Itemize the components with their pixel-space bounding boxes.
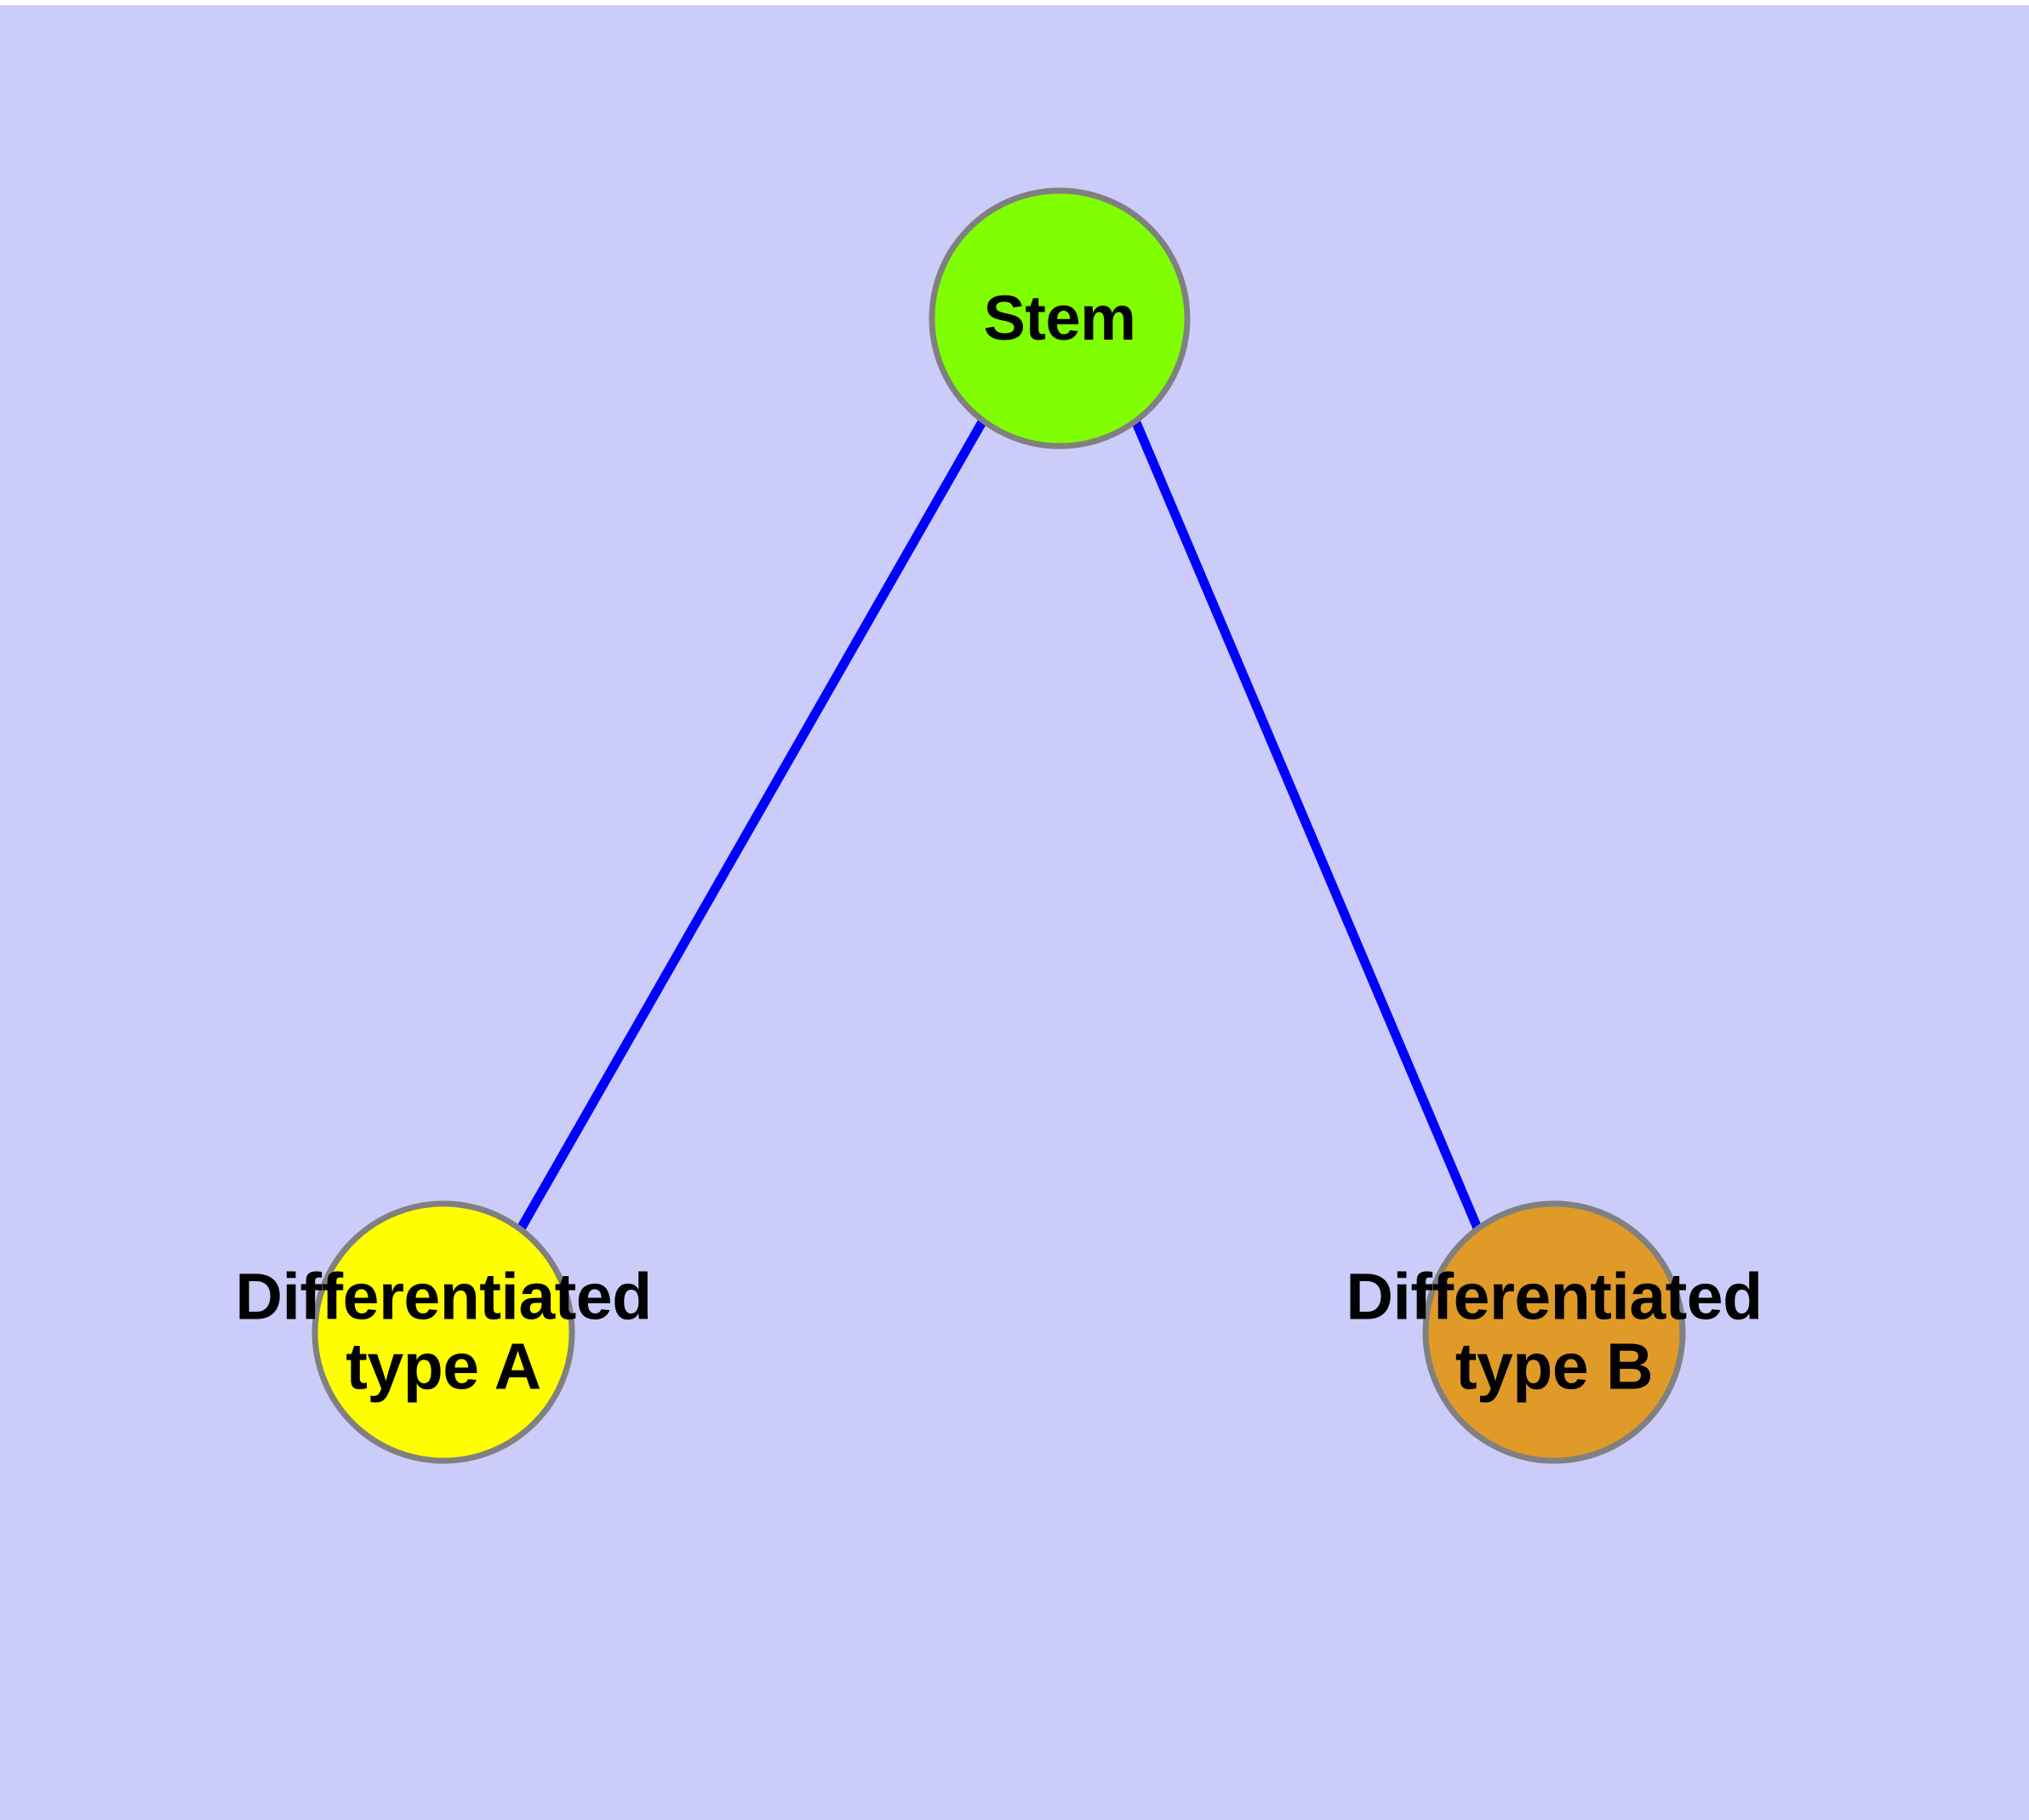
node-stem[interactable]: [929, 187, 1191, 449]
node-differentiated-type-b[interactable]: [1422, 1200, 1686, 1464]
node-differentiated-type-a[interactable]: [311, 1200, 575, 1464]
edge-layer: [516, 418, 1483, 1233]
node-layer: [311, 187, 1686, 1464]
edge-stem-to-differentiated-type-a[interactable]: [516, 418, 987, 1233]
edge-stem-to-differentiated-type-b[interactable]: [1130, 418, 1483, 1233]
